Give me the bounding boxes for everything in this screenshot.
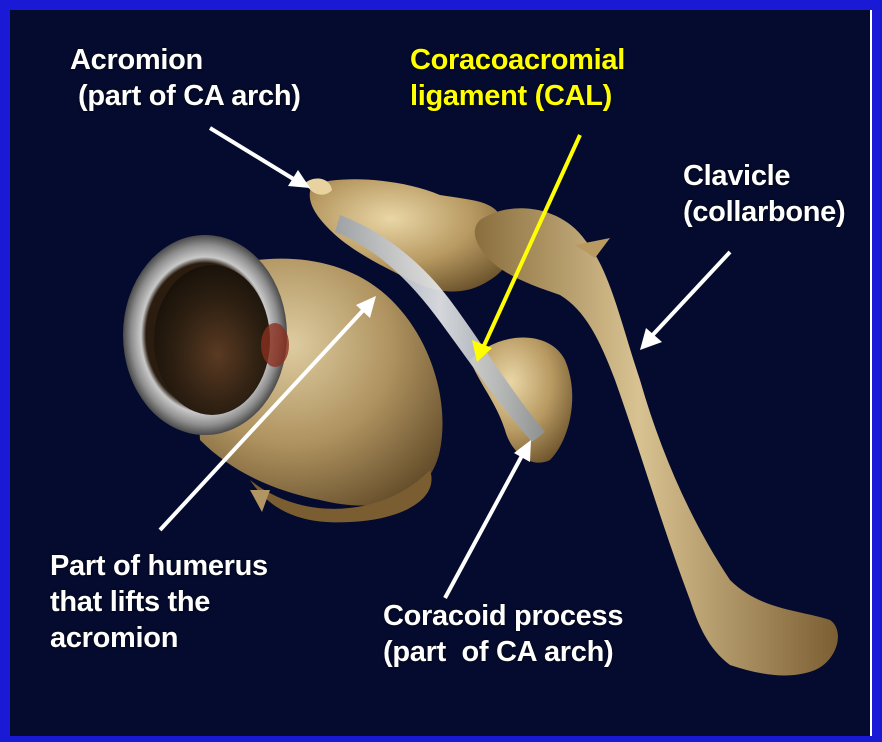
label-acromion: Acromion (part of CA arch) <box>70 42 301 114</box>
label-clavicle: Clavicle (collarbone) <box>683 158 845 230</box>
label-clavicle-line2: (collarbone) <box>683 194 845 230</box>
label-humerus-line2: that lifts the <box>50 584 268 620</box>
label-coracoid-line2: (part of CA arch) <box>383 634 623 670</box>
label-coracoid: Coracoid process (part of CA arch) <box>383 598 623 670</box>
humerus-marrow <box>261 323 289 367</box>
label-humerus: Part of humerus that lifts the acromion <box>50 548 268 656</box>
humerus-tube-inner <box>154 265 270 415</box>
label-coracoid-line1: Coracoid process <box>383 598 623 634</box>
humerus-spur <box>250 490 270 512</box>
label-acromion-line1: Acromion <box>70 42 301 78</box>
label-cal-line2: ligament (CAL) <box>410 78 625 114</box>
label-cal: Coracoacromial ligament (CAL) <box>410 42 625 114</box>
label-acromion-line2: (part of CA arch) <box>78 78 301 114</box>
label-clavicle-line1: Clavicle <box>683 158 845 194</box>
label-cal-line1: Coracoacromial <box>410 42 625 78</box>
label-humerus-line1: Part of humerus <box>50 548 268 584</box>
label-humerus-line3: acromion <box>50 620 268 656</box>
